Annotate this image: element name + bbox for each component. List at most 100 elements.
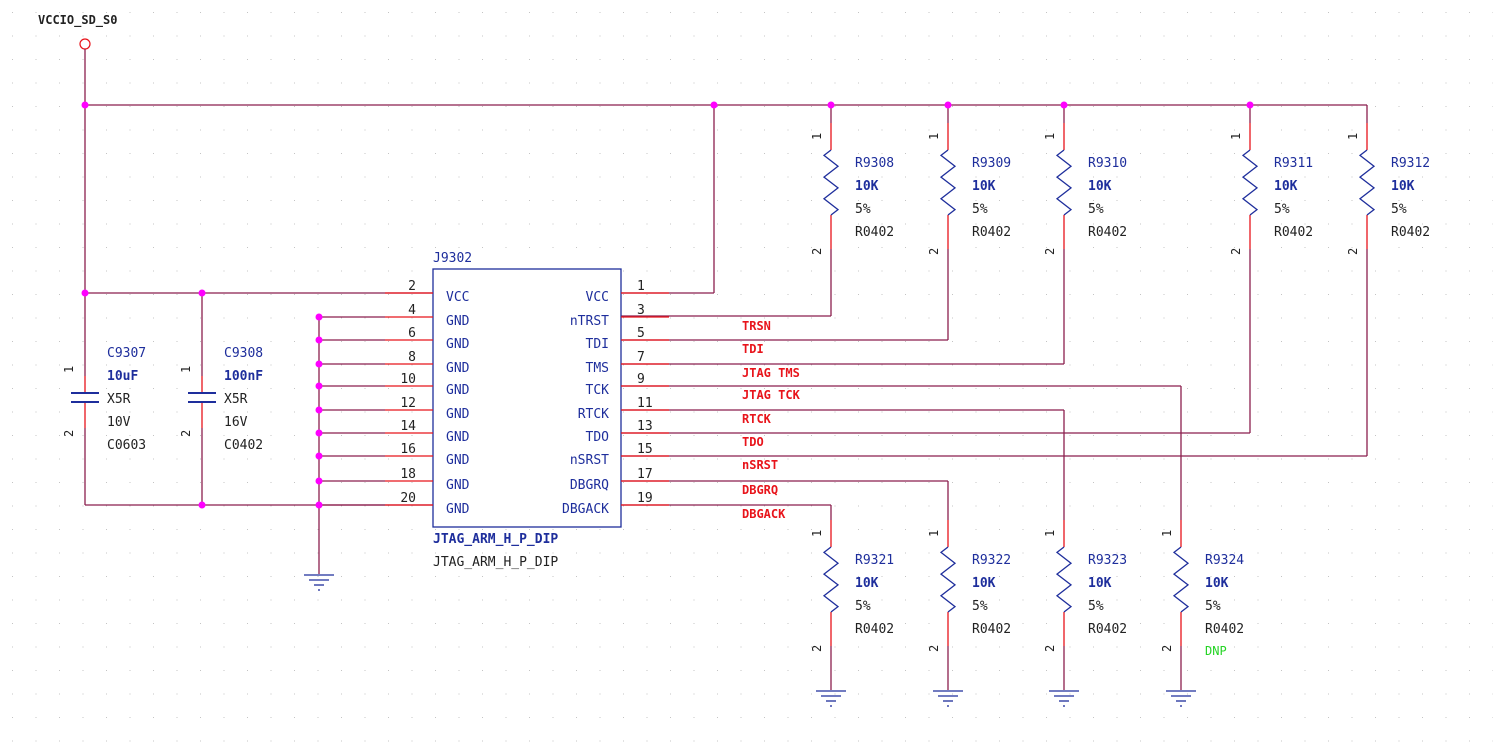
pin-number: 20 <box>400 491 416 506</box>
pin-name: GND <box>446 453 470 468</box>
gnd-stub-wires <box>319 316 385 506</box>
resistor-package: R0402 <box>855 622 894 637</box>
net-label: TRSN <box>742 319 771 333</box>
pin-number: 10 <box>400 372 416 387</box>
pin-number: 9 <box>637 372 645 387</box>
resistor-ref: R9324 <box>1205 553 1244 568</box>
pin-number: 2 <box>408 279 416 294</box>
resistor-package: R0402 <box>1088 225 1127 240</box>
pulldown-resistor[interactable]: 1 2 R9321 10K 5% R0402 <box>810 520 894 652</box>
net-label: TDO <box>742 435 764 449</box>
junction-dot <box>315 336 323 344</box>
resistor-ref: R9323 <box>1088 553 1127 568</box>
pin-name: GND <box>446 478 470 493</box>
resistor-value: 10K <box>972 179 996 194</box>
resistor-pin-1: 1 <box>810 530 824 537</box>
power-net-label: VCCIO_SD_S0 <box>38 13 117 28</box>
pin-name: GND <box>446 502 470 517</box>
ground-icon <box>304 574 334 591</box>
net-label: DBGRQ <box>742 483 778 497</box>
resistor-pin-1: 1 <box>1043 133 1057 140</box>
capacitors: 12C930710uFX5R10VC060312C9308100nFX5R16V… <box>62 346 263 453</box>
resistor-pin-2: 2 <box>810 645 824 652</box>
junction-dot <box>315 501 323 509</box>
resistor-value: 10K <box>1088 179 1112 194</box>
pin-number: 17 <box>637 467 653 482</box>
capacitor-package: C0603 <box>107 438 146 453</box>
resistor-zigzag <box>1055 149 1073 216</box>
pin-name: TCK <box>586 383 610 398</box>
pin-number: 6 <box>408 326 416 341</box>
net-label: JTAG TCK <box>742 388 801 402</box>
capacitor-voltage: 10V <box>107 415 131 430</box>
resistor-pin-2: 2 <box>927 248 941 255</box>
resistor-ref: R9309 <box>972 156 1011 171</box>
capacitor-ref: C9307 <box>107 346 146 361</box>
connector-ref: J9302 <box>433 251 472 266</box>
pin-number: 7 <box>637 350 645 365</box>
connector-left-pins: 2VCC4GND6GND8GND10GND12GND14GND16GND18GN… <box>385 279 470 517</box>
pin-number: 3 <box>637 303 645 318</box>
junction-dot <box>1060 101 1068 109</box>
resistors: 12R930810K5%R040212R930910K5%R040212R931… <box>810 123 1430 658</box>
resistor-value: 10K <box>1088 576 1112 591</box>
resistor-ref: R9308 <box>855 156 894 171</box>
ground-icon <box>1166 690 1196 707</box>
resistor-pin-1: 1 <box>1160 530 1174 537</box>
resistor-package: R0402 <box>855 225 894 240</box>
capacitor-pin-1: 1 <box>179 366 193 373</box>
pin-number: 13 <box>637 419 653 434</box>
capacitor-pin-2: 2 <box>179 430 193 437</box>
capacitor-dielectric: X5R <box>107 392 131 407</box>
junction-dot <box>827 101 835 109</box>
junction-dot <box>81 101 89 109</box>
junction-dot <box>315 406 323 414</box>
resistor-package: R0402 <box>1088 622 1127 637</box>
capacitor-value: 100nF <box>224 369 263 384</box>
pin-name: GND <box>446 407 470 422</box>
resistor-zigzag <box>1241 149 1259 216</box>
resistor-tolerance: 5% <box>972 599 988 614</box>
resistor-package: R0402 <box>972 622 1011 637</box>
resistor-pin-2: 2 <box>1043 645 1057 652</box>
pin-name: GND <box>446 361 470 376</box>
ground-symbols <box>304 574 1196 707</box>
resistor-value: 10K <box>855 179 879 194</box>
pin-name: DBGACK <box>562 502 609 517</box>
pin-number: 4 <box>408 303 416 318</box>
resistor-value: 10K <box>855 576 879 591</box>
resistor-pin-1: 1 <box>927 133 941 140</box>
resistor-pin-2: 2 <box>1160 645 1174 652</box>
resistor-tolerance: 5% <box>855 599 871 614</box>
pin-number: 1 <box>637 279 645 294</box>
pin-name: VCC <box>446 290 469 305</box>
capacitor-dielectric: X5R <box>224 392 248 407</box>
resistor-package: R0402 <box>1391 225 1430 240</box>
resistor-ref: R9321 <box>855 553 894 568</box>
pin-number: 16 <box>400 442 416 457</box>
junction-dot <box>315 452 323 460</box>
pin-name: TDI <box>586 337 609 352</box>
junction-dot <box>81 289 89 297</box>
pin-name: TDO <box>586 430 610 445</box>
capacitor-ref: C9308 <box>224 346 263 361</box>
resistor-tolerance: 5% <box>1391 202 1407 217</box>
junction-dot <box>198 501 206 509</box>
resistor-zigzag <box>1055 546 1073 613</box>
resistor-package: R0402 <box>1205 622 1244 637</box>
net-label: JTAG TMS <box>742 366 800 380</box>
resistor-package: R0402 <box>1274 225 1313 240</box>
connector-j9302[interactable]: J9302 2VCC4GND6GND8GND10GND12GND14GND16G… <box>385 251 669 570</box>
